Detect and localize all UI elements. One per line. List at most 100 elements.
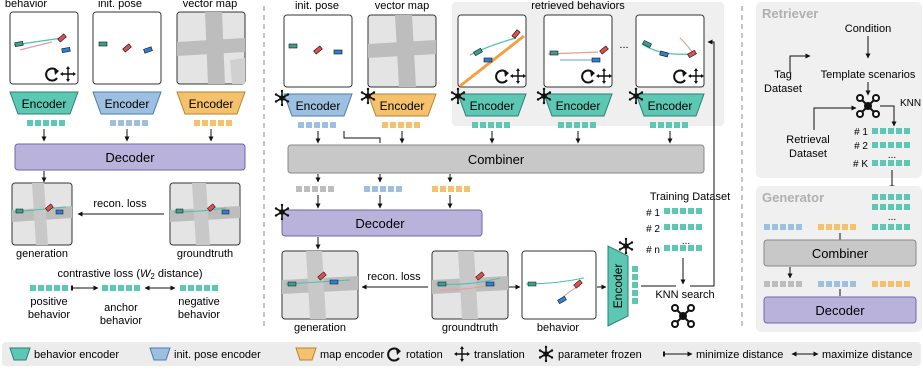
mid-decoder: Decoder [281,209,483,237]
svg-text:map encoder: map encoder [320,349,385,361]
tag-dataset-label-1: Tag [774,69,792,81]
mid-encoder-map: Encoder [367,93,437,117]
svg-text:Decoder: Decoder [815,303,865,318]
mid-groundtruth-thumb [431,250,509,320]
svg-text:Encoder: Encoder [105,97,150,111]
training-ds-1: # 1 [646,208,660,219]
left-generation-thumb [11,182,73,246]
retrieved-1: # 1 [854,127,868,138]
svg-text:Encoder: Encoder [296,99,341,113]
training-dataset-label: Training Dataset [650,191,730,203]
left-panel: behavior init. pose vector map [5,0,246,327]
mid-behavior-label: behavior [537,322,580,334]
left-token-row-1 [27,120,232,126]
training-ds-tokens [664,208,702,251]
retrieved-thumb-1 [457,14,527,88]
middle-panel: init. pose vector map retrieved behavior… [273,0,730,334]
training-ds-n: # n [646,245,660,256]
condition-label: Condition [845,23,891,35]
retrieval-dataset-label-2: Dataset [789,148,827,160]
training-ds-ellipsis: ... [682,236,690,247]
mid-encoder-behavior-1: Encoder [457,93,527,117]
tag-dataset-label-2: Dataset [764,83,802,95]
generator-combiner: Combiner [763,239,917,267]
svg-text:Combiner: Combiner [468,152,525,167]
generator-title: Generator [762,190,824,205]
retrieved-2: # 2 [854,141,868,152]
left-generation-label: generation [16,248,68,260]
legend-maximize-distance: maximize distance [791,349,912,361]
mid-encoder-vertical: Encoder [607,245,629,327]
anchor-label-1: anchor [104,302,138,314]
mid-recon-loss-label: recon. loss [367,271,421,283]
mid-vector-map-thumb [367,14,437,88]
svg-text:translation: translation [474,349,525,361]
svg-text:Decoder: Decoder [105,150,155,165]
mid-token-row-combined [296,186,470,192]
left-vector-map-label: vector map [183,0,237,10]
legend-behavior-encoder: behavior encoder [9,347,119,361]
svg-text:Combiner: Combiner [812,246,869,261]
mid-groundtruth-label: groundtruth [442,322,498,334]
negative-label-1: negative [178,296,220,308]
svg-text:Encoder: Encoder [611,264,625,309]
left-init-pose-label: init. pose [98,0,142,10]
retrieved-ellipsis: ... [619,39,628,51]
legend-translation: translation [453,345,525,363]
left-behavior-label: behavior [5,0,48,10]
svg-text:maximize distance: maximize distance [822,349,912,361]
svg-text:Encoder: Encoder [648,99,693,113]
legend-minimize-distance: minimize distance [663,349,783,361]
left-groundtruth-thumb [169,182,241,246]
svg-text:rotation: rotation [406,349,443,361]
knn-search-label: KNN search [655,289,714,301]
retriever-title: Retriever [762,6,818,21]
left-behavior-thumb [9,11,79,85]
legend-rotation: rotation [387,347,443,362]
generator-decoder: Decoder [763,296,917,324]
retrieved-thumb-2 [543,14,613,88]
retrieved-k: # K [853,159,868,170]
right-panel: Retriever Condition Tag Dataset Template… [756,2,922,332]
mid-encoder-behavior-3: Encoder [635,93,705,117]
retrieval-dataset-label-1: Retrieval [786,134,829,146]
svg-text:init. pose encoder: init. pose encoder [174,349,261,361]
left-contrastive-tokens [30,285,218,291]
mid-encoder-behavior-2: Encoder [543,93,613,117]
positive-label-2: behavior [28,309,71,321]
generator-input-tokens [872,194,910,230]
mid-generation-thumb [281,250,359,320]
svg-text:Encoder: Encoder [470,99,515,113]
left-encoder-behavior: Encoder [9,91,79,115]
negative-label-2: behavior [178,309,221,321]
left-groundtruth-label: groundtruth [177,248,233,260]
training-ds-2: # 2 [646,224,660,235]
left-decoder: Decoder [14,143,246,171]
knn-icon [671,304,695,328]
mid-generation-label: generation [294,322,346,334]
left-init-pose-thumb [92,11,162,85]
left-recon-loss-label: recon. loss [93,198,147,210]
anchor-label-2: behavior [100,315,143,327]
retrieved-ellipsis: ... [888,150,896,161]
svg-text:Encoder: Encoder [380,99,425,113]
legend-map-encoder: map encoder [295,347,385,361]
retrieved-behaviors-label: retrieved behaviors [531,0,625,12]
svg-text:parameter frozen: parameter frozen [558,349,642,361]
contrastive-loss-label: contrastive loss (W2 distance) [57,268,202,281]
left-encoder-map: Encoder [176,91,246,115]
legend-parameter-frozen: parameter frozen [537,344,642,364]
legend-init-pose-encoder: init. pose encoder [149,347,261,361]
svg-text:behavior encoder: behavior encoder [34,349,119,361]
svg-text:Encoder: Encoder [556,99,601,113]
template-scenarios-label: Template scenarios [821,69,916,81]
svg-text:Encoder: Encoder [189,97,234,111]
left-vector-map-thumb [176,11,246,85]
mid-init-pose-label: init. pose [295,0,339,12]
mid-behavior-thumb [521,250,597,320]
mid-encoder-init-pose: Encoder [283,93,353,117]
generator-output-tokens [764,281,910,287]
retrieved-thumb-3 [635,14,705,88]
